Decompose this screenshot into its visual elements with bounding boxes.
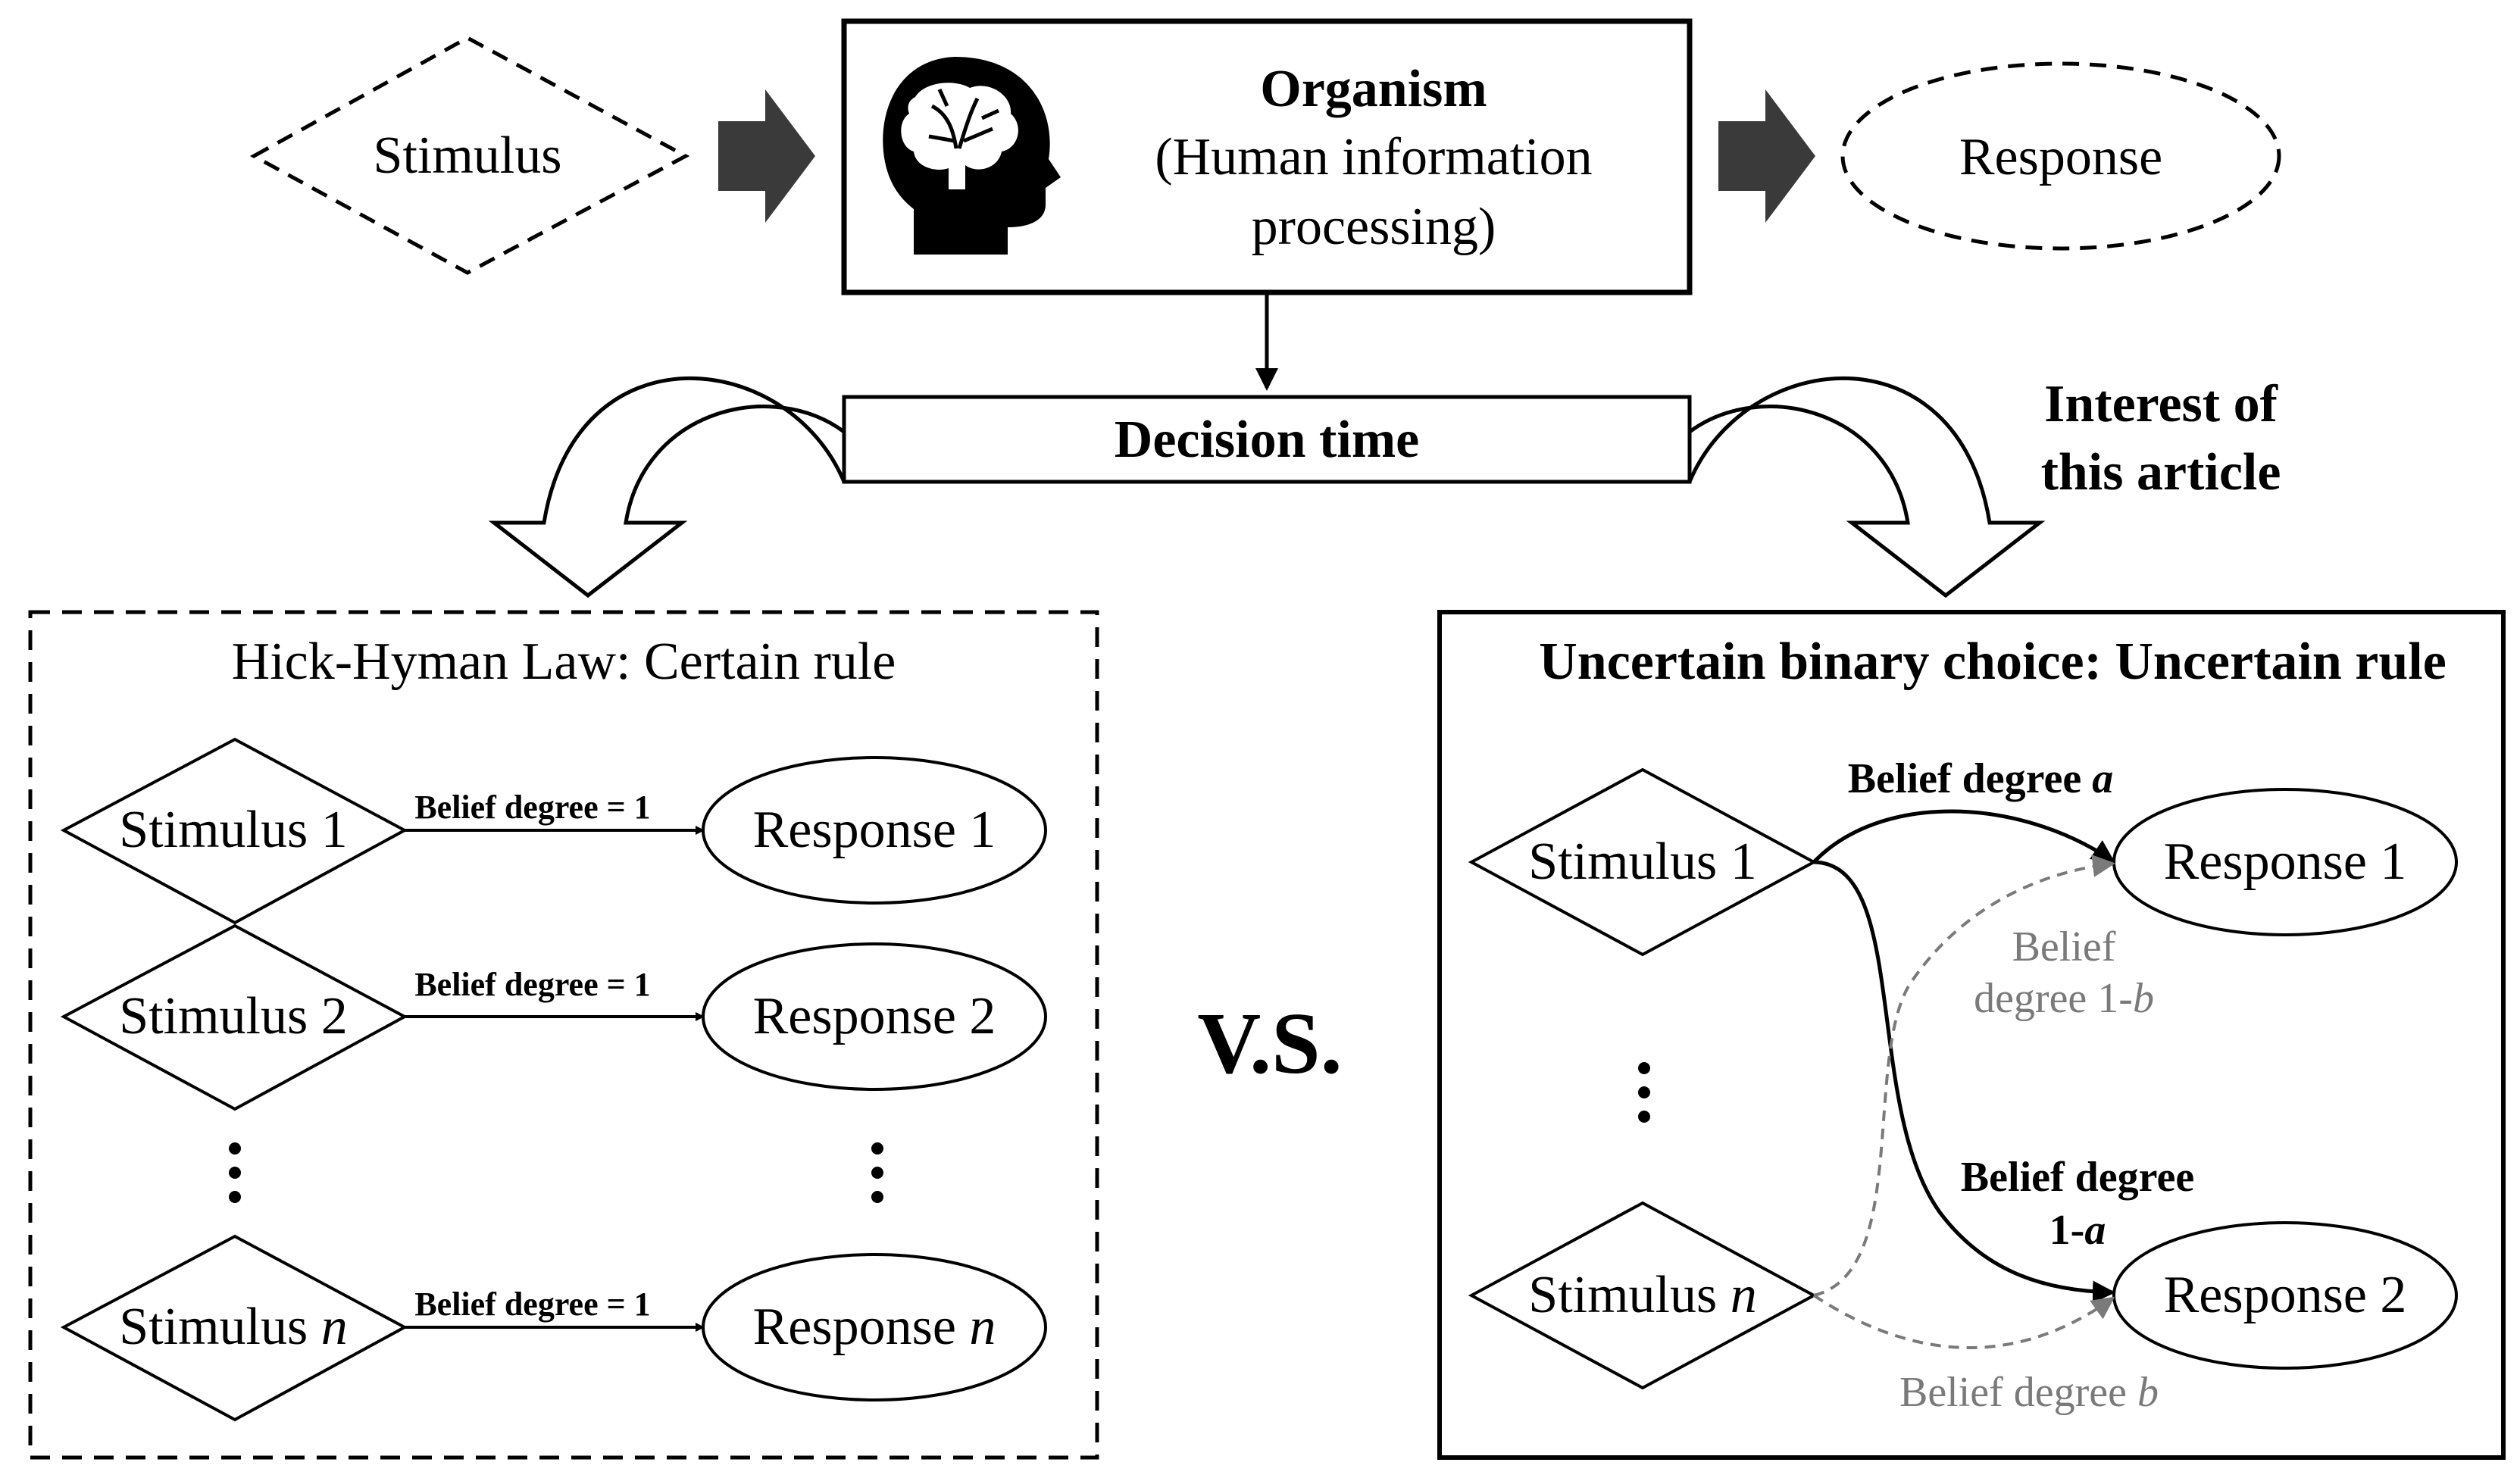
response-label: Response 2	[753, 987, 996, 1045]
block-arrow-icon	[1718, 89, 1815, 223]
curved-arrow-right-icon	[1687, 377, 2046, 598]
belief-arrow	[1813, 855, 2115, 1297]
block-arrow-icon	[718, 89, 815, 223]
interest-label-2: this article	[2041, 443, 2281, 502]
belief-arrow	[1812, 809, 2115, 864]
belief-label: Belief degree = 1	[414, 789, 650, 826]
organism-box	[841, 18, 1693, 295]
stimulus-label: Stimulus n	[1528, 1266, 1756, 1324]
decision-time-label: Decision time	[1115, 411, 1419, 469]
stimulus-label: Stimulus 2	[119, 987, 347, 1045]
belief-label: Belief degree b	[1899, 1369, 2159, 1416]
belief-label: Belief	[2012, 923, 2116, 970]
belief-label: degree 1-b	[1974, 975, 2154, 1022]
right-panel-title: Uncertain binary choice: Uncertain rule	[1539, 633, 2447, 691]
organism-subtitle-1: (Human information	[1155, 128, 1592, 186]
brain-head-icon	[883, 57, 1061, 255]
response-ellipse	[1840, 61, 2281, 251]
organism-title: Organism	[1260, 60, 1487, 118]
belief-label: Belief degree = 1	[414, 966, 650, 1003]
response-ellipse	[702, 756, 1047, 905]
response-ellipse	[702, 942, 1047, 1091]
organism-subtitle-2: processing)	[1252, 198, 1496, 256]
vertical-ellipsis-icon	[871, 1142, 883, 1203]
response-ellipse	[702, 1253, 1047, 1401]
stimulus-label: Stimulus 1	[1528, 833, 1756, 891]
response-label: Response 1	[753, 801, 996, 859]
stimulus-label: Stimulus n	[119, 1298, 347, 1356]
right-panel	[1437, 610, 2506, 1460]
belief-arrow	[1812, 1294, 2115, 1349]
vertical-ellipsis-icon	[229, 1142, 241, 1203]
belief-label: Belief degree	[1961, 1154, 2194, 1201]
response-label: Response n	[753, 1298, 996, 1356]
left-panel-title: Hick-Hyman Law: Certain rule	[232, 633, 896, 691]
belief-label: Belief degree a	[1848, 755, 2113, 802]
response-label: Response 2	[2164, 1266, 2407, 1324]
belief-label: 1-a	[2049, 1207, 2106, 1254]
response-label: Response 1	[2164, 833, 2407, 891]
stimulus-label: Stimulus 1	[119, 801, 347, 859]
curved-arrow-left-icon	[488, 377, 846, 598]
vertical-ellipsis-icon	[1638, 1062, 1650, 1123]
interest-label-1: Interest of	[2044, 375, 2278, 433]
response-label: Response	[1959, 128, 2162, 186]
belief-arrow	[1813, 860, 2115, 1304]
belief-label: Belief degree = 1	[414, 1286, 650, 1323]
versus-label: V.S.	[1197, 995, 1342, 1092]
decision-time-box	[842, 395, 1692, 484]
stimulus-label: Stimulus	[374, 127, 562, 185]
stimulus-diamond	[249, 36, 690, 275]
